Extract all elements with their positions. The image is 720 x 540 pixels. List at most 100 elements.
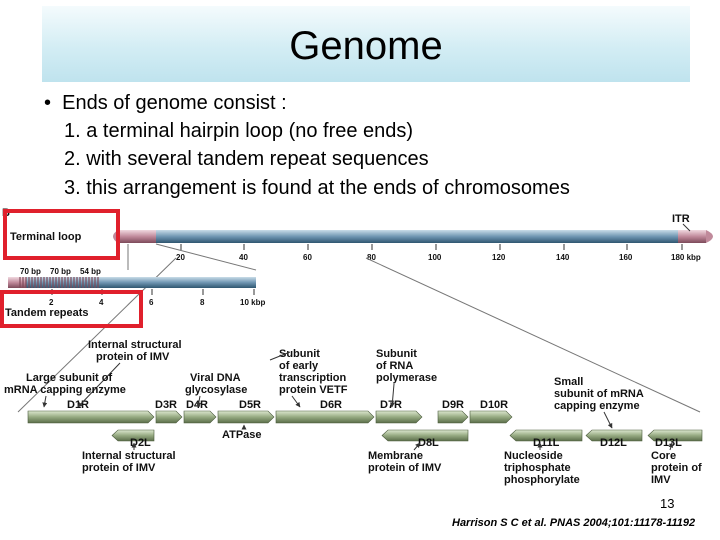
pointer	[413, 442, 421, 451]
gene-d13l	[647, 429, 703, 442]
terminal-loop-highlight	[3, 209, 120, 260]
svg-text:mRNA capping enzyme: mRNA capping enzyme	[4, 384, 126, 396]
svg-text:subunit of mRNA: subunit of mRNA	[554, 388, 644, 400]
genome-tick: 80	[367, 253, 376, 262]
gene-label: D3R	[155, 399, 177, 411]
gene-d4r	[183, 410, 217, 424]
pointer	[668, 442, 674, 451]
bullet-text: Ends of genome consist :	[62, 92, 287, 114]
svg-text:protein of: protein of	[651, 462, 702, 474]
svg-text:glycosylase: glycosylase	[185, 384, 247, 396]
gene-d10r	[469, 410, 513, 424]
genome-tick: 20	[176, 253, 185, 262]
repeat-tick: 10 kbp	[240, 298, 265, 307]
gene-d7r	[375, 410, 423, 424]
repeat-size-1: 70 bp	[20, 267, 41, 276]
repeat-tick: 2	[49, 298, 54, 307]
svg-text:protein VETF: protein VETF	[279, 384, 348, 396]
itr-pointer	[682, 223, 691, 232]
gene-label: D2L	[130, 437, 151, 449]
annotation-internal-structural-bottom: Internal structural protein of IMV	[82, 450, 176, 474]
pointer	[196, 395, 202, 408]
right-hairpin-end	[706, 230, 713, 243]
slide-title: Genome	[289, 24, 443, 68]
pointer	[42, 395, 48, 408]
point-2: 2. with several tandem repeat sequences	[64, 148, 429, 170]
svg-text:protein of IMV: protein of IMV	[96, 351, 170, 363]
repeat-size-3: 54 bp	[80, 267, 101, 276]
gene-d12l	[585, 429, 643, 442]
svg-text:triphosphate: triphosphate	[504, 462, 571, 474]
genome-tick: 60	[303, 253, 312, 262]
svg-text:transcription: transcription	[279, 372, 347, 384]
repeat-bar	[26, 277, 256, 288]
gene-d8l	[381, 429, 469, 442]
left-itr-segment	[118, 230, 156, 243]
gene-label: D8L	[418, 437, 439, 449]
svg-text:polymerase: polymerase	[376, 372, 437, 384]
genome-tick: 140	[556, 253, 570, 262]
svg-text:Small: Small	[554, 376, 583, 388]
svg-text:Large subunit of: Large subunit of	[26, 372, 113, 384]
svg-text:capping enzyme: capping enzyme	[554, 400, 640, 412]
genome-tick: 180 kbp	[671, 253, 701, 262]
genome-tick: 120	[492, 253, 506, 262]
title-bar: Genome	[42, 6, 690, 82]
svg-text:IMV: IMV	[651, 474, 671, 486]
pointer	[603, 411, 613, 429]
gene-label: D9R	[442, 399, 464, 411]
repeat-bar-end	[8, 277, 26, 288]
repeat-size-2: 70 bp	[50, 267, 71, 276]
point-3: 3. this arrangement is found at the ends…	[64, 177, 570, 199]
annotation-membrane-protein: Membrane protein of IMV	[368, 450, 442, 474]
annotation-viral-dna-glycosylase: Viral DNA glycosylase	[185, 372, 247, 396]
citation: Harrison S C et al. PNAS 2004;101:11178-…	[452, 517, 696, 529]
repeat-tick: 6	[149, 298, 154, 307]
gene-d9r	[437, 410, 469, 424]
tandem-repeats-label: Tandem repeats	[5, 307, 89, 319]
gene-d2l	[111, 429, 155, 442]
repeat-stripes	[19, 277, 99, 288]
pointer	[389, 383, 395, 408]
genome-axis: 20 40 60 80 100 120 140 160 180 kbp	[176, 244, 701, 262]
bullet-line: • Ends of genome consist :	[44, 92, 287, 115]
tandem-repeats-highlight	[0, 290, 143, 328]
svg-text:of early: of early	[279, 360, 319, 372]
bullet-dot: •	[44, 92, 63, 114]
repeat-tick: 4	[99, 298, 104, 307]
svg-text:Viral DNA: Viral DNA	[190, 372, 241, 384]
repeat-tick: 8	[200, 298, 205, 307]
gene-label: D6R	[320, 399, 342, 411]
page-number: 13	[660, 496, 675, 511]
annotation-core-protein: Core protein of IMV	[651, 450, 702, 486]
svg-text:phosphorylate: phosphorylate	[504, 474, 580, 486]
svg-text:Membrane: Membrane	[368, 450, 423, 462]
gene-label: D7R	[380, 399, 402, 411]
gene-label: D11L	[533, 437, 560, 449]
pointer	[291, 395, 301, 408]
terminal-loop-label: Terminal loop	[10, 231, 82, 243]
gene-label: D1R	[67, 399, 89, 411]
zoom-line-right	[365, 257, 701, 413]
genome-bar	[156, 230, 678, 243]
svg-text:Subunit: Subunit	[279, 348, 320, 360]
gene-d5r	[217, 410, 275, 424]
gene-label: D4R	[186, 399, 208, 411]
zoom-line-repeat-right	[155, 243, 257, 271]
gene-label: D13L	[655, 437, 682, 449]
svg-text:Internal structural: Internal structural	[82, 450, 176, 462]
annotation-nucleoside: Nucleoside triphosphate phosphorylate	[504, 450, 580, 486]
genome-tick: 40	[239, 253, 248, 262]
svg-text:of RNA: of RNA	[376, 360, 413, 372]
gene-label: D5R	[239, 399, 261, 411]
pointer	[269, 351, 291, 361]
genome-tick: 160	[619, 253, 633, 262]
svg-text:Nucleoside: Nucleoside	[504, 450, 563, 462]
gene-d1r	[27, 410, 155, 424]
right-itr-segment	[678, 230, 706, 243]
svg-text:protein of IMV: protein of IMV	[82, 462, 156, 474]
gene-d6r	[275, 410, 375, 424]
pointer	[77, 362, 121, 408]
point-1: 1. a terminal hairpin loop (no free ends…	[64, 120, 414, 142]
annotation-subunit-vetf: Subunit of early transcription protein V…	[279, 348, 348, 396]
